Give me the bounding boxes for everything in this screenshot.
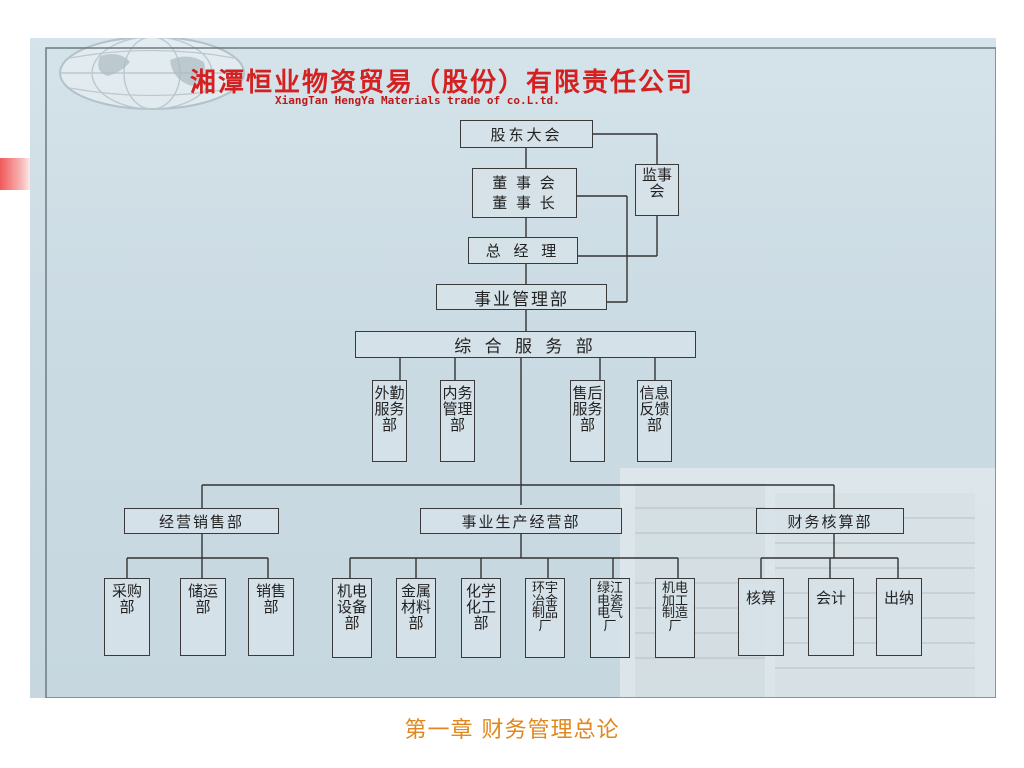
supervisory-board-box: 监事会: [635, 164, 679, 216]
internal-affairs-dept: 内务管理部: [440, 380, 475, 462]
company-title-cn: 湘潭恒业物资贸易（股份）有限责任公司: [190, 68, 695, 98]
board-box: 董 事 会 董 事 长: [472, 168, 577, 218]
globe-logo: [59, 38, 245, 110]
field-service-dept: 外勤服务部: [372, 380, 407, 462]
accent-bar: [0, 158, 30, 190]
procurement-dept: 采购部: [104, 578, 150, 656]
sales-dept: 销售部: [248, 578, 294, 656]
storage-transport-dept: 储运部: [180, 578, 226, 656]
org-chart-panel: 湘潭恒业物资贸易（股份）有限责任公司 XiangTan HengYa Mater…: [30, 38, 996, 698]
shareholders-meeting-box: 股东大会: [460, 120, 593, 148]
info-feedback-dept: 信息反馈部: [637, 380, 672, 462]
after-sales-service-dept: 售后服务部: [570, 380, 605, 462]
lvjiang-porcelain-electric-factory: 绿江电瓷电气厂: [590, 578, 630, 658]
operations-sales-dept: 经营销售部: [124, 508, 279, 534]
accounting-unit: 核算: [738, 578, 784, 656]
board-of-directors-label: 董 事 会: [492, 174, 557, 192]
general-services-box: 综 合 服 务 部: [355, 331, 696, 358]
chapter-title: 第一章 财务管理总论: [404, 718, 620, 743]
chemical-engineering-dept: 化学化工部: [461, 578, 501, 658]
electromechanical-equipment-dept: 机电设备部: [332, 578, 372, 658]
bookkeeping-unit: 会计: [808, 578, 854, 656]
electromechanical-processing-factory: 机电加工制造厂: [655, 578, 695, 658]
cashier-unit: 出纳: [876, 578, 922, 656]
metal-materials-dept: 金属材料部: [396, 578, 436, 658]
general-manager-box: 总 经 理: [468, 237, 578, 264]
production-operations-dept: 事业生产经营部: [420, 508, 622, 534]
huanyu-metallurgy-factory: 环宇冶金制品厂: [525, 578, 565, 658]
board-chairman-label: 董 事 长: [492, 194, 557, 212]
business-management-box: 事业管理部: [436, 284, 607, 310]
company-title-en: XiangTan HengYa Materials trade of co.L.…: [275, 94, 560, 107]
finance-accounting-dept: 财务核算部: [756, 508, 904, 534]
connector-lines: [126, 133, 899, 578]
